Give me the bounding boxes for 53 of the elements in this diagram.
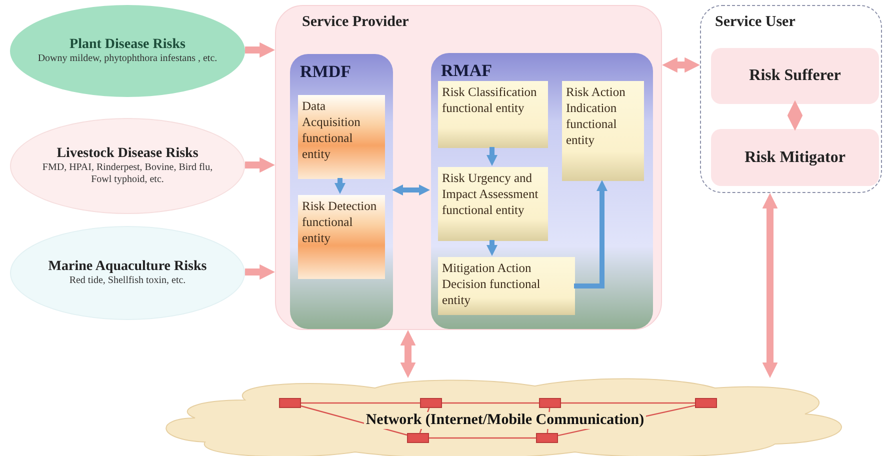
entity-label: Risk Action Indication functional entity — [566, 84, 626, 148]
heading: Livestock Disease Risks — [56, 146, 198, 162]
description: Downy mildew, phytophthora infestans , etc. — [38, 53, 218, 65]
block-arrow — [245, 264, 275, 280]
block-arrow — [486, 240, 498, 256]
network-node — [279, 398, 301, 408]
block-arrow — [245, 42, 275, 58]
service-panel — [275, 5, 662, 330]
network-node — [536, 433, 558, 443]
heading: Marine Aquaculture Risks — [48, 259, 207, 275]
role-box — [711, 129, 879, 186]
entity-box — [562, 81, 644, 181]
block-arrow — [245, 157, 275, 173]
heading: Plant Disease Risks — [70, 37, 186, 53]
role-label: Risk Mitigator — [744, 148, 846, 166]
role-label: Risk Sufferer — [749, 67, 841, 85]
network-link — [300, 405, 408, 436]
heading: Service User — [715, 14, 796, 31]
heading: RMAF — [441, 61, 493, 81]
entity-box — [438, 81, 548, 148]
entity-label: Mitigation Action Decision functional entity — [442, 260, 542, 308]
entity-label: Risk Classification functional entity — [442, 84, 538, 116]
network-link — [301, 402, 420, 404]
entity-box — [438, 257, 575, 315]
network-link — [561, 402, 695, 404]
heading: Service Provider — [302, 14, 410, 31]
block-arrow — [662, 57, 700, 73]
network-link — [442, 402, 539, 404]
entity-box — [298, 95, 385, 179]
entity-label: Risk Urgency and Impact Assessment functional entity — [442, 170, 540, 218]
description: Red tide, Shellfish toxin, etc. — [69, 275, 186, 287]
network-link — [429, 437, 536, 439]
block-arrow — [486, 147, 498, 166]
function-panel — [431, 53, 653, 329]
block-arrow — [400, 330, 416, 378]
description: FMD, HPAI, Rinderpest, Bovine, Bird flu, Fowl typhoid, etc. — [41, 162, 214, 186]
function-panel — [290, 54, 393, 329]
block-arrow — [762, 193, 778, 378]
dashed-group — [700, 5, 882, 193]
network-node — [695, 398, 717, 408]
network-node — [407, 433, 429, 443]
block-arrow — [334, 178, 346, 194]
block-arrow — [392, 184, 430, 196]
heading: RMDF — [300, 62, 352, 82]
entity-box — [298, 195, 385, 279]
block-arrow — [574, 180, 608, 288]
block-arrow — [787, 100, 803, 131]
entity-label: Data Acquisition functional entity — [302, 98, 362, 162]
entity-label: Risk Detection functional entity — [302, 198, 378, 246]
network-node — [420, 398, 442, 408]
network-node — [539, 398, 561, 408]
entity-box — [438, 167, 548, 241]
role-box — [711, 48, 879, 104]
